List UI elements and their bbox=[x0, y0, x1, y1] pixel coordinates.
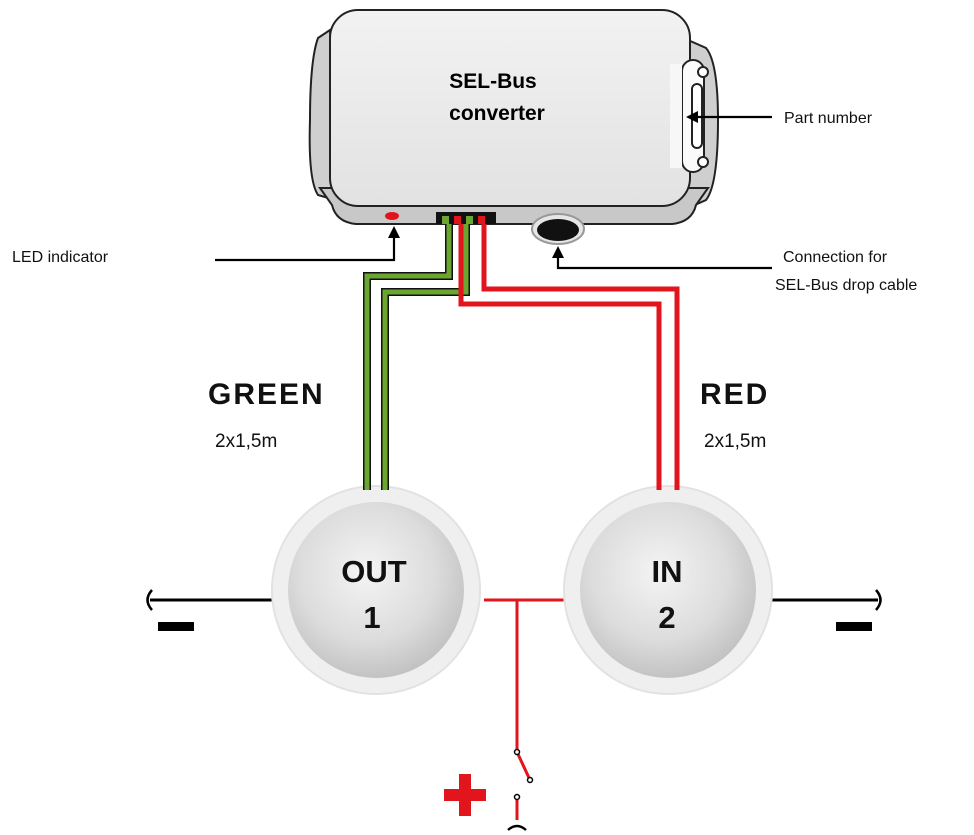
left-ground-lead bbox=[146, 589, 272, 631]
led-indicator-icon bbox=[385, 212, 399, 220]
knob-in-2[interactable]: IN 2 bbox=[563, 485, 773, 695]
device-title-line2: converter bbox=[449, 102, 545, 125]
green-cable-label: GREEN bbox=[208, 378, 325, 411]
part-number-callout: Part number bbox=[686, 110, 873, 127]
connection-label-line1: Connection for bbox=[783, 249, 888, 266]
minus-sign-icon bbox=[836, 622, 872, 631]
knob-left-number: 1 bbox=[363, 600, 380, 635]
red-cable-length: 2x1,5m bbox=[704, 431, 766, 452]
led-callout: LED indicator bbox=[12, 226, 400, 266]
green-cable bbox=[363, 224, 470, 488]
positive-feed bbox=[484, 598, 567, 820]
connection-callout: Connection for SEL-Bus drop cable bbox=[552, 246, 917, 294]
connection-label-line2: SEL-Bus drop cable bbox=[775, 277, 917, 294]
knob-left-label: OUT bbox=[341, 554, 407, 589]
right-ground-lead bbox=[772, 589, 882, 631]
arrow-left-icon bbox=[686, 111, 698, 123]
led-indicator-label: LED indicator bbox=[12, 249, 109, 266]
arrow-up-icon bbox=[552, 246, 564, 258]
plus-sign-icon bbox=[444, 774, 486, 816]
knob-right-number: 2 bbox=[658, 600, 675, 635]
part-number-label: Part number bbox=[784, 110, 873, 127]
red-cable-label: RED bbox=[700, 378, 769, 411]
knob-out-1[interactable]: OUT 1 bbox=[271, 485, 481, 695]
converter-device: SEL-Bus converter bbox=[308, 9, 720, 245]
switch-contact-icon bbox=[513, 793, 521, 801]
knob-right-label: IN bbox=[652, 554, 683, 589]
green-cable-length: 2x1,5m bbox=[215, 431, 277, 452]
arrow-up-icon bbox=[388, 226, 400, 238]
switch-contact-icon bbox=[513, 748, 521, 756]
red-cable bbox=[458, 224, 680, 488]
wire-ends bbox=[363, 470, 680, 490]
device-title-line1: SEL-Bus bbox=[449, 70, 537, 93]
minus-sign-icon bbox=[158, 622, 194, 631]
